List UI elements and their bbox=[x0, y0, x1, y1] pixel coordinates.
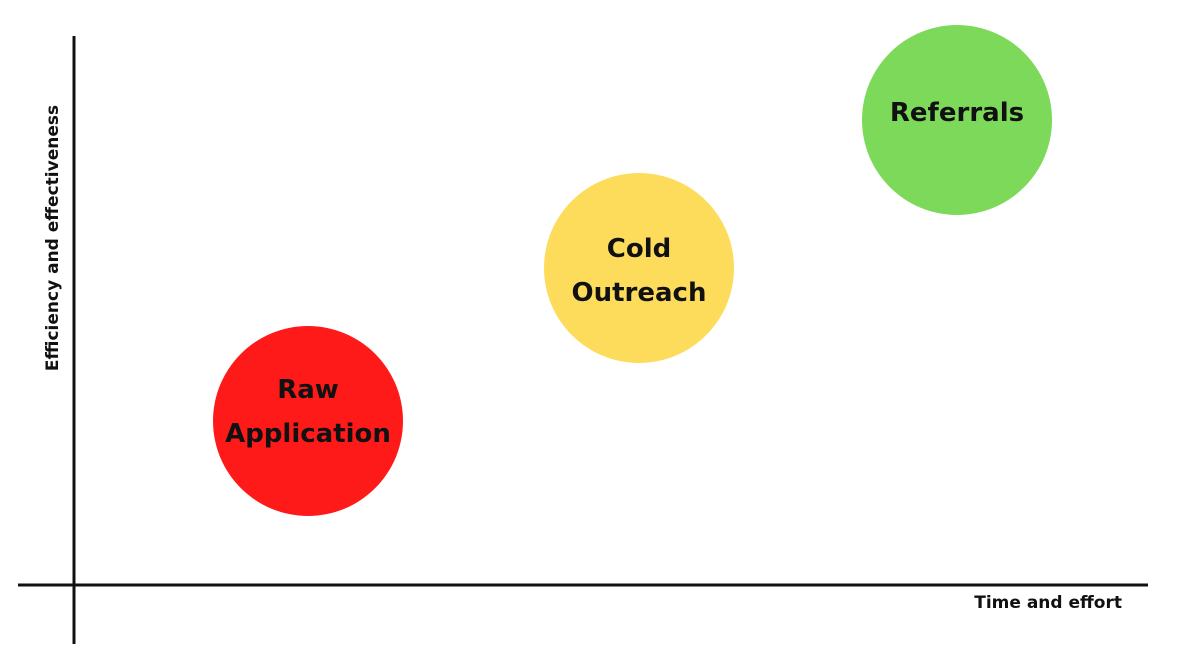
bubble-referrals: Referrals bbox=[862, 25, 1052, 215]
bubble-raw-application: Raw Application bbox=[213, 326, 403, 516]
y-axis-label: Efficiency and effectiveness bbox=[43, 105, 63, 371]
bubble-cold-outreach-circle bbox=[544, 173, 734, 363]
bubble-raw-application-circle bbox=[213, 326, 403, 516]
bubble-cold-outreach-label-line1: Cold bbox=[607, 234, 671, 264]
x-axis-label: Time and effort bbox=[974, 593, 1122, 613]
bubble-cold-outreach-label-line2: Outreach bbox=[572, 278, 707, 308]
bubble-cold-outreach: Cold Outreach bbox=[544, 173, 734, 363]
bubble-referrals-label: Referrals bbox=[890, 98, 1024, 128]
bubble-raw-application-label-line2: Application bbox=[225, 419, 391, 449]
bubble-raw-application-label-line1: Raw bbox=[277, 375, 339, 405]
bubble-referrals-circle bbox=[862, 25, 1052, 215]
